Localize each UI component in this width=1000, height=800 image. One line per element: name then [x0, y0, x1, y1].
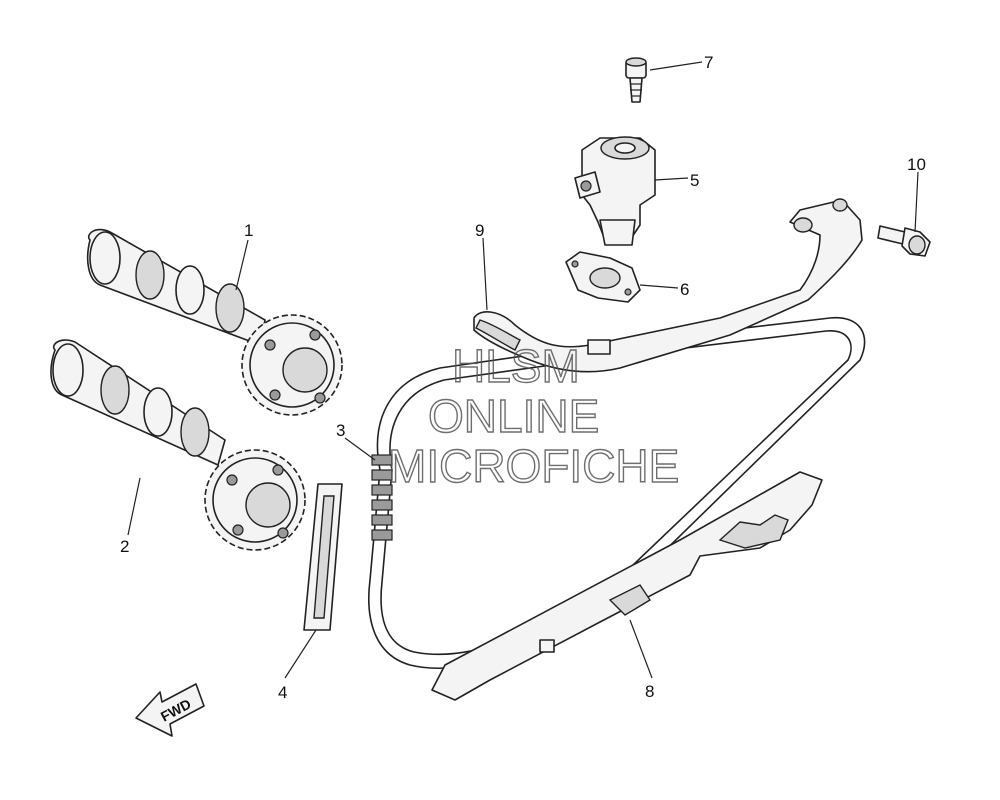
- chain-guide-stopper: [303, 483, 343, 631]
- cam-chain-tensioner: [574, 136, 656, 246]
- watermark-line-3: MICROFICHE: [388, 440, 679, 492]
- tensioner-gasket: [565, 251, 641, 303]
- leader-lines: [127, 61, 919, 679]
- chain-guide-upper: [473, 198, 863, 373]
- callout-8: 8: [645, 682, 654, 701]
- callout-3: 3: [336, 421, 345, 440]
- chain-links-detail: [371, 454, 393, 541]
- chain-guide-lower: [431, 471, 823, 701]
- camshaft-1: [86, 228, 266, 346]
- camshaft-2: [50, 339, 226, 466]
- callout-5: 5: [690, 171, 699, 190]
- callout-9: 9: [475, 221, 484, 240]
- guide-pivot-bolt: [877, 225, 931, 257]
- callout-7: 7: [704, 53, 713, 72]
- callout-labels: 1 2 3 4 5 6 7 8 9 10: [120, 53, 926, 702]
- tensioner-bolt: [625, 57, 647, 103]
- watermark-line-1: HLSM: [452, 340, 580, 392]
- watermark-line-2: ONLINE: [428, 390, 599, 442]
- callout-4: 4: [278, 683, 287, 702]
- cam-sprocket-2: [204, 449, 306, 551]
- callout-6: 6: [680, 280, 689, 299]
- watermark: HLSM ONLINE MICROFICHE: [387, 339, 680, 492]
- callout-2: 2: [120, 537, 129, 556]
- cam-sprocket-1: [241, 314, 343, 416]
- callout-10: 10: [907, 155, 926, 174]
- fwd-arrow-icon: FWD: [135, 683, 205, 737]
- callout-1: 1: [244, 221, 253, 240]
